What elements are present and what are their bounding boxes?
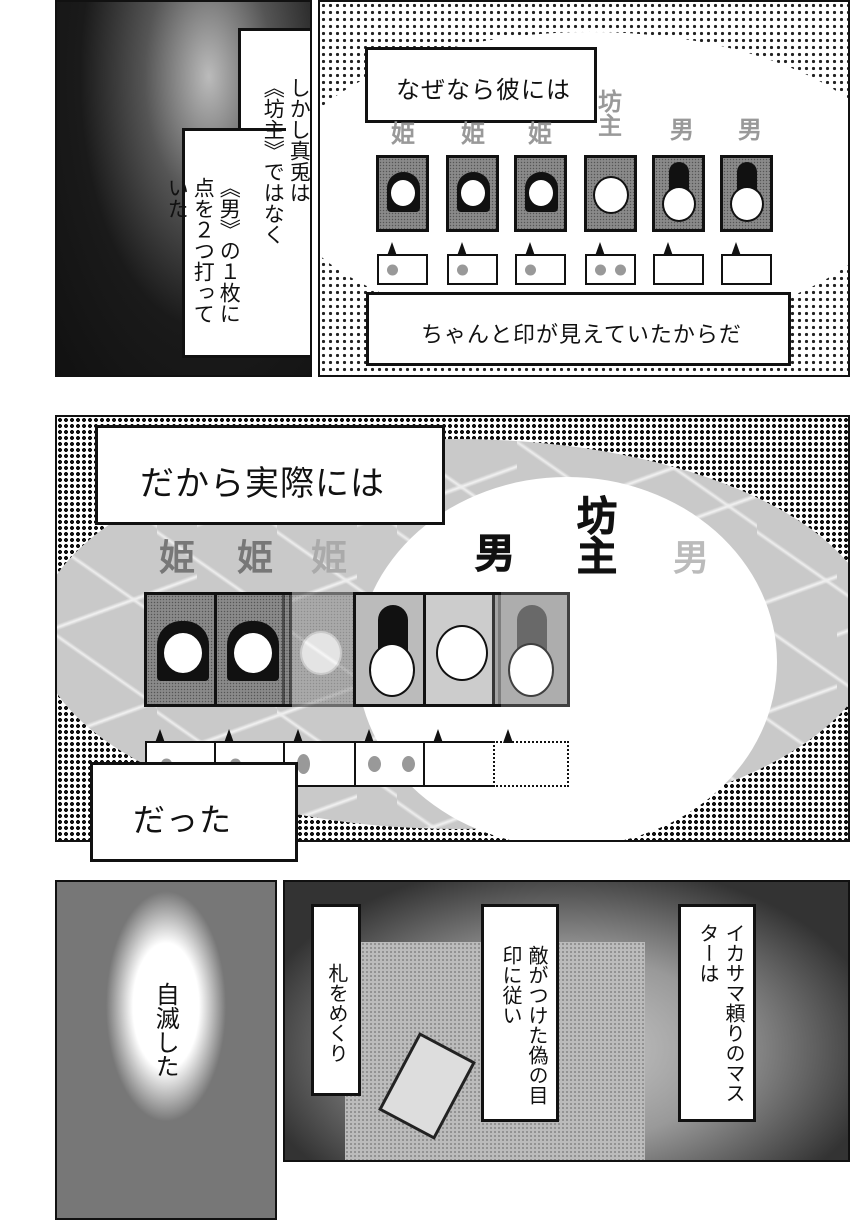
caption-text: イカサマ頼りのマスターは xyxy=(696,923,746,1103)
card-label: 姫 xyxy=(528,120,552,148)
card-label: 姫 xyxy=(236,538,273,579)
caption-text: 敵がつけた偽の目印に従い xyxy=(499,945,549,1105)
card-label: 男 xyxy=(672,538,709,579)
mark-bubble xyxy=(515,242,566,285)
card-label: 姫 xyxy=(158,538,195,579)
caption-text: だから実際には xyxy=(140,464,385,504)
card-man xyxy=(720,155,773,232)
card-label: 男 xyxy=(670,116,694,144)
mark-bubble xyxy=(493,729,569,787)
panel-3: だから実際には 姫 姫 姫 男 坊主 男 xyxy=(55,415,850,842)
card-label: 姫 xyxy=(391,120,415,148)
caption-box: ちゃんと印が見えていたからだ xyxy=(366,292,791,366)
caption-text: ちゃんと印が見えていたからだ xyxy=(421,323,742,348)
card-monk xyxy=(423,592,501,707)
panel-1: しかし真兎は 《坊主》ではなく 《男》の１枚に 点を２つ打って いた xyxy=(55,0,312,377)
caption-text: だった xyxy=(133,801,233,839)
card-man xyxy=(652,155,705,232)
panel-5: イカサマ頼りのマスターは 敵がつけた偽の目印に従い 札をめくり xyxy=(283,880,850,1162)
caption-box: だから実際には xyxy=(95,425,445,525)
caption-line: 《男》の１枚に xyxy=(217,177,242,324)
caption-box: だった xyxy=(90,762,298,862)
caption-line: 点を２つ打って xyxy=(191,177,216,324)
mark-bubble xyxy=(423,729,499,787)
mark-bubble xyxy=(377,242,428,285)
caption-text: なぜなら彼には xyxy=(396,76,571,104)
card-man xyxy=(492,592,570,707)
card-princess xyxy=(144,592,222,707)
card-princess xyxy=(282,592,360,707)
card-label: 坊主 xyxy=(577,494,618,580)
caption-box: 敵がつけた偽の目印に従い xyxy=(481,904,559,1122)
mark-bubble xyxy=(585,242,636,285)
card-label: 男 xyxy=(475,531,516,578)
card-label: 坊主 xyxy=(598,88,622,140)
card-princess xyxy=(514,155,567,232)
card-princess xyxy=(376,155,429,232)
caption-text: 自滅した xyxy=(151,982,180,1078)
card-monk xyxy=(584,155,637,232)
card-label: 姫 xyxy=(310,538,347,579)
panel-4: 自滅した xyxy=(55,880,277,1220)
panel-2: なぜなら彼には 姫 姫 姫 坊主 男 男 ちゃんと印が見えていたからだ xyxy=(318,0,850,377)
card-label: 男 xyxy=(738,116,762,144)
mark-bubble xyxy=(354,729,430,787)
caption-box: 札をめくり xyxy=(311,904,361,1096)
caption-line: 《坊主》ではなく xyxy=(261,77,286,245)
caption-box: イカサマ頼りのマスターは xyxy=(678,904,756,1122)
mark-bubble xyxy=(721,242,772,285)
card-label: 姫 xyxy=(461,120,485,148)
caption-box-kinked xyxy=(182,28,310,358)
card-princess xyxy=(214,592,292,707)
card-princess xyxy=(446,155,499,232)
card-man xyxy=(353,592,431,707)
caption-box: なぜなら彼には xyxy=(365,47,597,123)
caption-line: いた xyxy=(165,177,190,219)
mark-bubble xyxy=(447,242,498,285)
caption-line: しかし真兎は xyxy=(287,77,312,203)
mark-bubble xyxy=(653,242,704,285)
caption-text: 札をめくり xyxy=(325,963,349,1063)
